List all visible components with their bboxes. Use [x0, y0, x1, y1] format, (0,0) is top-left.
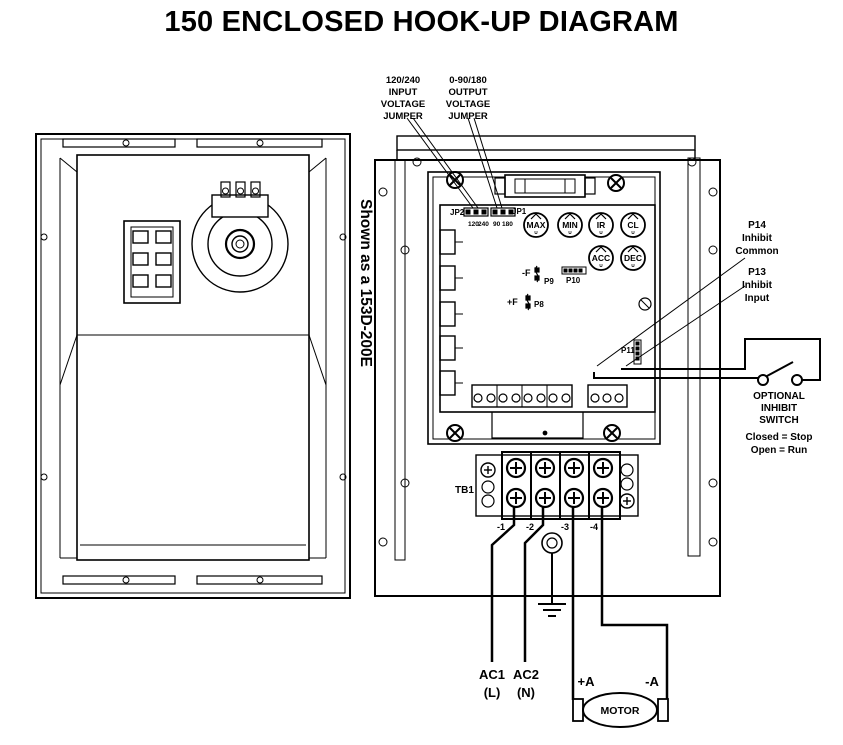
pot-max-label: MAX — [527, 220, 546, 230]
output-jumper-label-4: JUMPER — [448, 111, 488, 122]
pot-min-label: MIN — [562, 220, 578, 230]
output-jumper-label-3: VOLTAGE — [446, 99, 491, 110]
pot-max-sub: U — [534, 230, 537, 235]
ground-icon — [538, 532, 566, 617]
ac-wires — [490, 507, 545, 662]
tb1-label: TB1 — [455, 485, 474, 496]
p14-label-1: P14 — [748, 220, 766, 231]
jp1-opt-180: 180 — [502, 221, 513, 228]
motor-label: MOTOR — [601, 705, 640, 717]
tb1-terminal-3: -3 — [561, 522, 569, 532]
tb1-screws[interactable] — [505, 457, 614, 509]
p14-label-3: Common — [735, 246, 778, 257]
motor-plus-label: +A — [578, 674, 596, 689]
input-jumper-label-3: VOLTAGE — [381, 99, 426, 110]
power-switch[interactable] — [123, 220, 181, 304]
p13-label-3: Input — [745, 293, 770, 304]
diagram-title: 150 ENCLOSED HOOK-UP DIAGRAM — [164, 6, 679, 38]
inhibit-switch-wires — [593, 338, 821, 381]
output-jumper-label-1: 0-90/180 — [449, 75, 487, 86]
pot-ir-label: IR — [597, 220, 606, 230]
switch-label-1: OPTIONAL — [753, 391, 805, 402]
jp2-opt-120: 120 — [468, 221, 479, 228]
pot-ir[interactable] — [588, 212, 614, 238]
ac2-sub: (N) — [517, 685, 535, 700]
p13-label-2: Inhibit — [742, 280, 773, 291]
tb1-terminal-4: -4 — [590, 522, 598, 532]
inhibit-switch[interactable] — [757, 361, 803, 386]
side-label: Shown as a 153D-200E — [357, 199, 374, 367]
header-p9[interactable] — [534, 265, 540, 283]
pc-board — [439, 204, 656, 439]
p14-label-2: Inhibit — [742, 233, 773, 244]
pot-ir-sub: U — [599, 230, 602, 235]
pot-min[interactable] — [557, 212, 583, 238]
jp2-label: JP2 — [450, 208, 465, 217]
input-jumper-label-1: 120/240 — [386, 75, 420, 86]
pot-acc-sub: U — [599, 263, 602, 268]
jumper-jp1[interactable] — [490, 207, 516, 217]
input-jumper-label-2: INPUT — [389, 87, 418, 98]
switch-state-open: Open = Run — [751, 445, 807, 456]
pot-cl[interactable] — [620, 212, 646, 238]
switch-label-2: INHIBIT — [761, 403, 797, 414]
pot-acc[interactable] — [588, 245, 614, 271]
mounting-screws — [446, 171, 625, 442]
pot-cl-label: CL — [627, 220, 638, 230]
label-p10: P10 — [566, 276, 581, 285]
p13-label-1: P13 — [748, 267, 766, 278]
header-p8[interactable] — [525, 293, 531, 311]
jumper-jp2[interactable] — [463, 207, 489, 217]
callout-lines — [406, 117, 746, 367]
switch-state-closed: Closed = Stop — [746, 432, 813, 443]
output-jumper-label-2: OUTPUT — [448, 87, 487, 98]
pot-dec[interactable] — [620, 245, 646, 271]
pot-dec-label: DEC — [624, 253, 642, 263]
jp1-label: JP1 — [512, 207, 527, 216]
tb1-terminal-1: -1 — [497, 522, 505, 532]
pot-acc-label: ACC — [592, 253, 610, 263]
label-f-plus: +F — [507, 297, 518, 307]
ac2-label: AC2 — [513, 667, 539, 682]
label-f-minus: -F — [522, 268, 531, 278]
motor-wires — [571, 507, 669, 700]
label-p9: P9 — [544, 277, 554, 286]
motor-icon — [572, 692, 669, 728]
input-jumper-label-4: JUMPER — [383, 111, 423, 122]
pot-max[interactable] — [523, 212, 549, 238]
motor-minus-label: -A — [645, 674, 659, 689]
label-p11: P11 — [621, 346, 635, 355]
pot-cl-sub: U — [631, 230, 634, 235]
jp2-opt-240: 240 — [478, 221, 489, 228]
enclosure-cover — [35, 133, 351, 599]
switch-label-3: SWITCH — [759, 415, 798, 426]
tb1-terminal-block — [475, 451, 639, 520]
ac1-label: AC1 — [479, 667, 505, 682]
tb1-terminal-2: -2 — [526, 522, 534, 532]
pot-dec-sub: U — [631, 263, 634, 268]
pot-min-sub: U — [568, 230, 571, 235]
ac1-sub: (L) — [484, 685, 501, 700]
speed-potentiometer[interactable] — [191, 181, 289, 293]
label-p8: P8 — [534, 300, 544, 309]
header-p10[interactable] — [561, 266, 587, 275]
jp1-opt-90: 90 — [493, 221, 501, 228]
